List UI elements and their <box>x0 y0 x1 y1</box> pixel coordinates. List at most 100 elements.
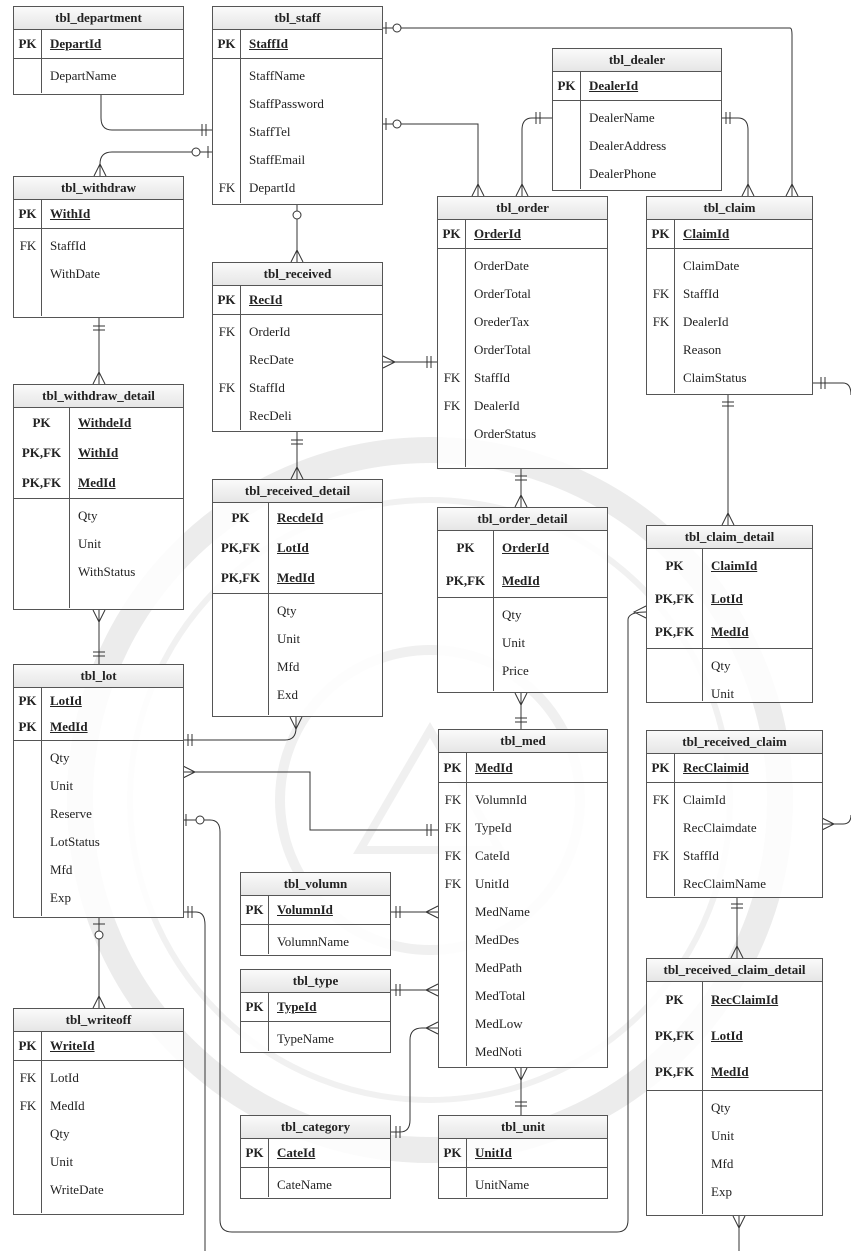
key-label: PK <box>439 1139 467 1167</box>
field-name: Exd <box>277 687 298 702</box>
field-name: StaffId <box>474 370 510 385</box>
attribute-section: VolumnName <box>241 925 390 954</box>
key-label: PK <box>213 30 241 58</box>
field-name: LotId <box>50 693 82 708</box>
key-label <box>647 652 703 680</box>
key-label: PK,FK <box>647 582 703 615</box>
field-name: DealerName <box>589 110 655 125</box>
attribute-row: ClaimStatus <box>647 364 812 392</box>
key-column-divider <box>268 925 269 954</box>
table-title: tbl_dealer <box>553 49 721 72</box>
key-label: PK,FK <box>14 468 70 498</box>
field-name: Reason <box>683 342 722 357</box>
field-name: LotId <box>711 1028 743 1043</box>
field-name: StaffName <box>249 68 306 83</box>
field-name: Unit <box>711 1128 735 1143</box>
attribute-section: TypeName <box>241 1022 390 1051</box>
table-title: tbl_received_detail <box>213 480 382 503</box>
field-name: MedNoti <box>475 1044 522 1059</box>
key-label: PK,FK <box>438 564 494 597</box>
table-title: tbl_order <box>438 197 607 220</box>
key-label <box>14 530 70 558</box>
table-title: tbl_category <box>241 1116 390 1139</box>
field-name: RecClaimName <box>683 876 767 891</box>
attribute-row: RecDate <box>213 346 382 374</box>
key-label <box>438 252 466 280</box>
attribute-row: OrederTax <box>438 308 607 336</box>
key-label <box>213 597 269 625</box>
attribute-row: Reserve <box>14 800 183 828</box>
attribute-row: Exd <box>213 681 382 709</box>
attribute-row: RecClaimName <box>647 870 822 898</box>
key-label <box>647 1094 703 1122</box>
field-name: TypeId <box>277 999 317 1014</box>
field-name: CateName <box>277 1177 332 1192</box>
key-column-divider <box>69 499 70 608</box>
attribute-row: MedNoti <box>439 1038 607 1066</box>
key-column-divider <box>268 594 269 715</box>
field-name: UnitName <box>475 1177 530 1192</box>
attribute-row: DealerName <box>553 104 721 132</box>
field-name: ClaimId <box>683 226 730 241</box>
field-name: WriteDate <box>50 1182 104 1197</box>
key-label: FK <box>652 848 670 863</box>
key-label: FK <box>444 848 462 863</box>
key-label: PK,FK <box>213 533 269 563</box>
key-label <box>241 928 269 956</box>
attribute-section: CateName <box>241 1168 390 1197</box>
key-label: FK <box>652 286 670 301</box>
field-name: StaffId <box>249 380 285 395</box>
attribute-row: Mfd <box>213 653 382 681</box>
key-label: PK <box>241 896 269 924</box>
key-column-divider <box>466 783 467 1066</box>
key-label <box>647 364 675 392</box>
attribute-row: RecDeli <box>213 402 382 430</box>
key-label <box>213 402 241 430</box>
key-label <box>438 629 494 657</box>
key-label <box>213 653 269 681</box>
field-name: MedPath <box>475 960 522 975</box>
key-column-divider <box>674 249 675 393</box>
attribute-row: Unit <box>213 625 382 653</box>
